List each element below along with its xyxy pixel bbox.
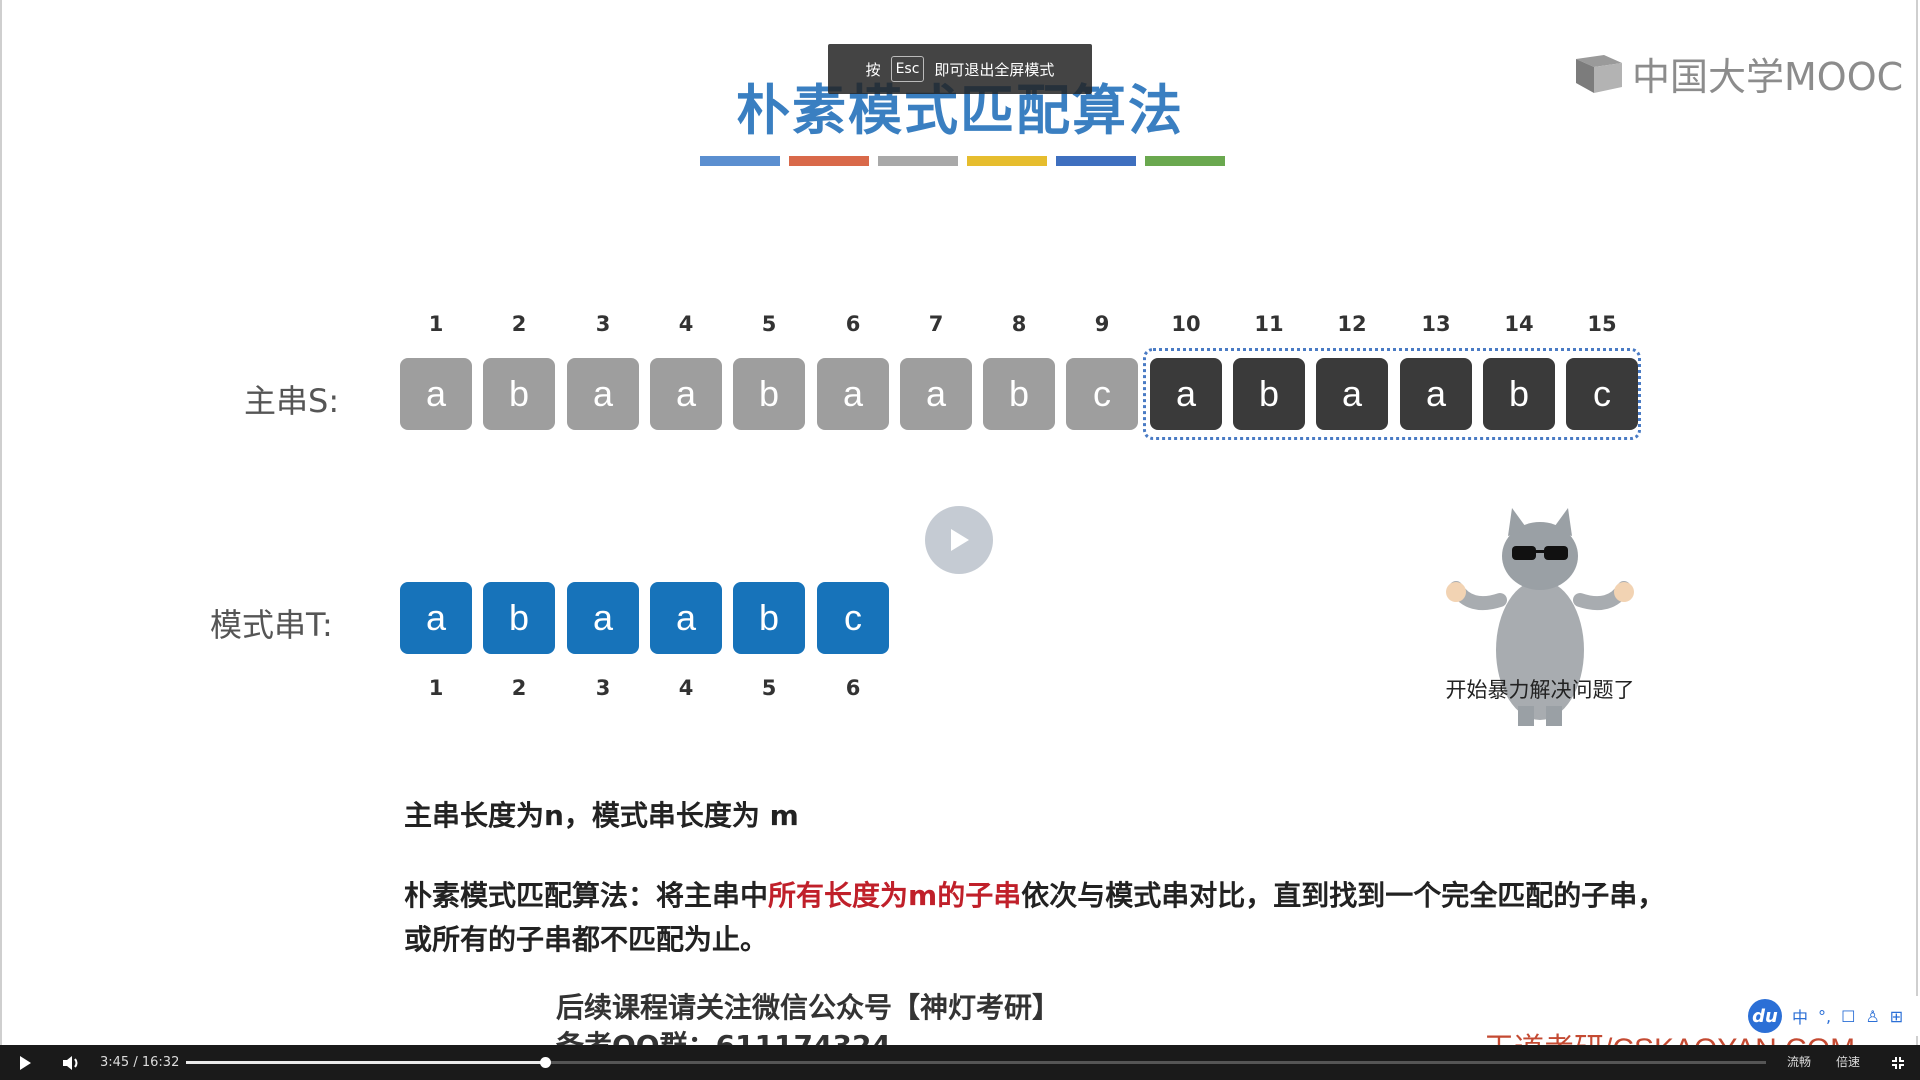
main-index-8: 8 — [1011, 312, 1027, 336]
algorithm-description-line1: 朴素模式匹配算法：将主串中所有长度为m的子串依次与模式串对比，直到找到一个完全匹… — [404, 874, 1665, 914]
main-char-4: a — [650, 358, 722, 430]
title-color-bars — [700, 156, 1225, 166]
fullscreen-exit-tip: 按 Esc 即可退出全屏模式 — [828, 44, 1092, 94]
ime-punct-icon[interactable]: °, — [1818, 1006, 1832, 1026]
progress-knob[interactable] — [539, 1057, 551, 1068]
pattern-index-4: 4 — [678, 676, 694, 700]
mooc-logo-text: 中国大学MOOC — [1632, 55, 1904, 99]
length-note: 主串长度为n，模式串长度为 m — [404, 799, 799, 832]
ime-toolbar[interactable]: du 中 °, ☐ ♙ ⊞ — [1748, 996, 1920, 1036]
center-play-button[interactable] — [925, 506, 993, 574]
pattern-char-4: a — [650, 582, 722, 654]
pattern-index-2: 2 — [511, 676, 527, 700]
ime-user-icon[interactable]: ♙ — [1865, 1006, 1880, 1026]
main-char-3: a — [567, 358, 639, 430]
play-icon — [951, 529, 969, 551]
pattern-index-6: 6 — [845, 676, 861, 700]
main-index-15: 15 — [1587, 312, 1617, 336]
pattern-char-6: c — [817, 582, 889, 654]
pattern-char-2: b — [483, 582, 555, 654]
main-index-2: 2 — [511, 312, 527, 336]
baidu-ime-icon[interactable]: du — [1748, 999, 1782, 1033]
duration: 16:32 — [141, 1055, 180, 1070]
mooc-logo-icon — [1576, 54, 1622, 93]
title-bar-3 — [878, 156, 958, 166]
main-index-14: 14 — [1504, 312, 1534, 336]
mooc-logo: 中国大学MOOC — [1574, 46, 1903, 101]
desc-highlight: 所有长度为m的子串 — [768, 879, 1022, 912]
pattern-char-3: a — [567, 582, 639, 654]
main-char-11: b — [1233, 358, 1305, 430]
exit-fullscreen-button[interactable] — [1886, 1045, 1910, 1080]
meme-caption: 开始暴力解决问题了 — [1445, 678, 1635, 702]
desc-prefix: 朴素模式匹配算法：将主串中 — [404, 879, 769, 912]
pattern-string-label: 模式串T: — [210, 606, 333, 644]
algorithm-description-line2: 或所有的子串都不匹配为止。 — [404, 923, 769, 956]
pattern-index-5: 5 — [761, 676, 777, 700]
main-char-1: a — [400, 358, 472, 430]
ime-menu-icon[interactable]: ⊞ — [1889, 1006, 1904, 1026]
volume-button[interactable] — [58, 1045, 86, 1080]
main-char-13: a — [1400, 358, 1472, 430]
ime-keyboard-icon[interactable]: ☐ — [1841, 1006, 1856, 1026]
title-bar-4 — [967, 156, 1047, 166]
tip-suffix: 即可退出全屏模式 — [934, 60, 1055, 79]
wechat-footer: 后续课程请关注微信公众号【神灯考研】 — [556, 991, 1061, 1024]
main-char-9: c — [1066, 358, 1138, 430]
pattern-char-5: b — [733, 582, 805, 654]
cat-meme-image — [1446, 508, 1634, 726]
current-time: 3:45 — [100, 1055, 130, 1070]
progress-track[interactable] — [186, 1057, 1766, 1068]
main-char-2: b — [483, 358, 555, 430]
main-index-9: 9 — [1094, 312, 1110, 336]
title-bar-5 — [1056, 156, 1136, 166]
main-char-6: a — [817, 358, 889, 430]
exit-fullscreen-icon — [1892, 1056, 1904, 1069]
pattern-char-1: a — [400, 582, 472, 654]
pattern-index-1: 1 — [428, 676, 444, 700]
main-index-13: 13 — [1421, 312, 1451, 336]
main-index-11: 11 — [1254, 312, 1284, 336]
watermark: 王道考研/CSKAOYAN.COM — [1484, 1024, 1855, 1045]
main-char-5: b — [733, 358, 805, 430]
main-index-1: 1 — [428, 312, 444, 336]
main-char-8: b — [983, 358, 1055, 430]
ime-lang-toggle[interactable]: 中 — [1792, 1008, 1809, 1027]
tip-prefix: 按 — [865, 60, 881, 79]
play-icon — [20, 1055, 31, 1070]
main-index-10: 10 — [1171, 312, 1201, 336]
frame-edge-left — [0, 0, 2, 1045]
main-index-5: 5 — [761, 312, 777, 336]
main-char-12: a — [1316, 358, 1388, 430]
progress-fill — [186, 1061, 545, 1064]
esc-key-badge: Esc — [890, 56, 925, 82]
desc-suffix: 依次与模式串对比，直到找到一个完全匹配的子串， — [1021, 879, 1666, 912]
main-char-10: a — [1150, 358, 1222, 430]
title-bar-6 — [1145, 156, 1225, 166]
main-index-7: 7 — [928, 312, 944, 336]
main-index-3: 3 — [595, 312, 611, 336]
main-char-15: c — [1566, 358, 1638, 430]
speed-button[interactable]: 倍速 — [1836, 1055, 1861, 1069]
qq-group-footer: 备考QQ群：611174324 — [556, 1024, 891, 1045]
main-index-6: 6 — [845, 312, 861, 336]
title-bar-1 — [700, 156, 780, 166]
main-char-7: a — [900, 358, 972, 430]
pattern-index-3: 3 — [595, 676, 611, 700]
main-string-label: 主串S: — [244, 382, 340, 420]
title-bar-2 — [789, 156, 869, 166]
frame-edge-right — [1916, 0, 1918, 1045]
main-char-14: b — [1483, 358, 1555, 430]
comparison-window-box — [1143, 348, 1641, 440]
play-button[interactable] — [10, 1045, 40, 1080]
time-display: 3:45 / 16:32 — [100, 1055, 180, 1070]
main-index-12: 12 — [1337, 312, 1367, 336]
volume-icon — [63, 1055, 78, 1070]
player-control-bar: 3:45 / 16:32 流畅 倍速 — [0, 1045, 1920, 1080]
main-index-4: 4 — [678, 312, 694, 336]
quality-button[interactable]: 流畅 — [1787, 1055, 1812, 1069]
